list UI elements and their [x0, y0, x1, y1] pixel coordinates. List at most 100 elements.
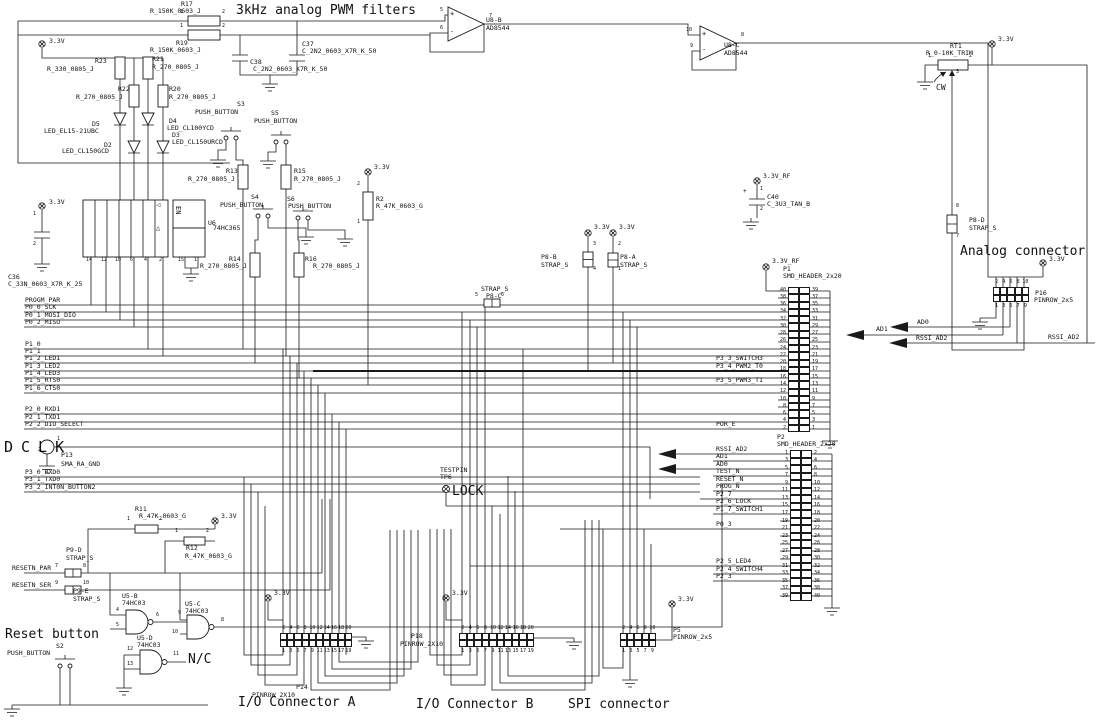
- p16-header-pin-6: 6: [1009, 279, 1013, 285]
- p1-header-pin-1: 1: [812, 424, 816, 431]
- r20-val: R_270_0805_J: [169, 93, 216, 101]
- p1-header-pin-31: 31: [812, 315, 819, 322]
- buffer-u6-block2: [172, 227, 206, 258]
- pwr-33v-p16: 3.3V: [1049, 255, 1065, 263]
- d3-ref: D3: [172, 131, 180, 139]
- p2-header-pin-32: 32: [814, 562, 821, 569]
- p16-val: PINROW_2x5: [1034, 296, 1074, 304]
- p9e-pin9: 9: [55, 580, 59, 586]
- p14-header-pin-1: 1: [282, 648, 286, 654]
- pwr-33v-p14: 3.3V: [274, 589, 290, 597]
- s3-ref: S3: [237, 100, 245, 108]
- p8c-ref: P8-C: [486, 292, 502, 300]
- p16-header-pin-4: 4: [1002, 279, 1006, 285]
- p13-val: SMA_RA_GND: [61, 460, 101, 468]
- net-rssi-ad2-p2: RSSI_AD2: [716, 445, 748, 453]
- lock-label: LOCK: [452, 484, 484, 499]
- led-diodes: [113, 112, 170, 155]
- resistor-r13: [237, 164, 249, 190]
- pwr-33v-p5: 3.3V: [678, 595, 694, 603]
- p1-header-pin-19: 19: [812, 359, 819, 366]
- net-reset-n: RESET_N: [716, 475, 744, 483]
- p1-header-pin-32: 32: [779, 315, 786, 322]
- r11-ref: R11: [135, 505, 147, 513]
- u8b-plus: +: [450, 10, 455, 18]
- net-p2-2-dio-select: P2_2_DIO_SELECT: [25, 420, 84, 428]
- net-ad0-analog: AD0: [917, 318, 929, 326]
- r14-val: R_270_0805_J: [200, 262, 247, 270]
- p2-header-pin-34: 34: [814, 570, 821, 577]
- net-p1-0: P1_0: [25, 340, 41, 348]
- pwr-33v-p18: 3.3V: [452, 589, 468, 597]
- r2-pin2: 2: [357, 181, 361, 187]
- net-por-e: POR_E: [716, 420, 736, 428]
- wires-top: [17, 14, 1088, 343]
- s2-ref: S2: [56, 642, 64, 650]
- net-p3-0-rxd0: P3_0_RXD0: [25, 468, 61, 476]
- r16-val: R_270_0805_J: [313, 262, 360, 270]
- net-p3-1-txd0: P3_1_TXD0: [25, 475, 61, 483]
- u5b-pin4: 4: [116, 607, 120, 613]
- nand-u5b: [125, 609, 149, 635]
- u8b-val: AD8544: [486, 24, 510, 32]
- p2-header-pin-1: 1: [784, 449, 788, 456]
- net-p0-1-mosi-dio: P0_1_MOSI_DIO: [25, 311, 76, 319]
- u5b-pin5: 5: [116, 622, 120, 628]
- p2-header-pin-38: 38: [814, 585, 821, 592]
- p14-header-pin-4: 4: [289, 625, 293, 631]
- pwr-33v-c36: 3.3V: [49, 198, 65, 206]
- net-ad1-analog: AD1: [876, 325, 888, 333]
- p1-header-pin-6: 6: [782, 410, 786, 417]
- p16-header-pin-1: 1: [995, 303, 999, 309]
- p2-header-pin-15: 15: [781, 502, 788, 509]
- p1-header-pin-25: 25: [812, 337, 819, 344]
- p18-header-pin-2: 2: [461, 625, 465, 631]
- reset-button-title: Reset button: [5, 627, 99, 642]
- p2-header-pin-13: 13: [781, 494, 788, 501]
- p13-ref: P13: [61, 451, 73, 459]
- p2-header-pin-5: 5: [784, 464, 788, 471]
- p5-header-pin-8: 8: [643, 625, 647, 631]
- p8c-val: STRAP_S: [481, 285, 509, 293]
- p2-header-pin-23: 23: [781, 532, 788, 539]
- p9d-pin8: 8: [83, 563, 87, 569]
- testpin-label: TESTPIN: [440, 466, 468, 474]
- net-p2-5-led4: P2_5_LED4: [716, 557, 752, 565]
- p14-header-pin-18: 18: [338, 625, 345, 631]
- p18-header-pin-11: 11: [497, 648, 504, 654]
- p14-ref: P14: [296, 683, 308, 691]
- p1-header-pin-26: 26: [779, 337, 786, 344]
- opamp-u8b: [447, 6, 486, 42]
- p1-header-pin-29: 29: [812, 322, 819, 329]
- u5b-ref: U5-B: [122, 592, 138, 600]
- u8c-pin9: 9: [690, 43, 694, 49]
- s3-val: PUSH_BUTTON: [195, 108, 239, 116]
- resistor-r17: [187, 15, 221, 27]
- p2-header-pin-33: 33: [781, 570, 788, 577]
- r11-pin1: 1: [127, 516, 131, 522]
- wires-analog: [587, 185, 1095, 371]
- u5b-val: 74HC03: [122, 599, 146, 607]
- resistor-r16: [293, 252, 305, 278]
- p8d-pin8: 8: [956, 203, 960, 209]
- p2-header-pin-40: 40: [814, 592, 821, 599]
- p2-header-pin-29: 29: [781, 555, 788, 562]
- p1-header-pin-40: 40: [779, 286, 786, 293]
- u6-pin14: 14: [86, 257, 93, 263]
- p14-header-pin-16: 16: [330, 625, 338, 631]
- p18-header-pin-14: 14: [505, 625, 512, 631]
- u8c-pin10: 10: [686, 27, 693, 33]
- p9e-ref: P9-E: [73, 587, 89, 595]
- p13-pin1: 1: [57, 436, 61, 442]
- rt1-pin3: 3: [956, 69, 960, 75]
- p8b-pin4: 4: [593, 266, 597, 272]
- dclk-label: DCLK: [4, 438, 73, 456]
- pwr-33v-p8b: 3.3V: [594, 223, 610, 231]
- r13-ref: R13: [226, 167, 238, 175]
- u8c-minus: -: [702, 46, 707, 54]
- u5d-ref: U5-D: [137, 634, 153, 642]
- net-p2-7: P2_7: [716, 490, 732, 498]
- net-p2-4-switch4: P2_4_SWITCH4: [716, 565, 763, 573]
- p18-header-pin-12: 12: [497, 625, 504, 631]
